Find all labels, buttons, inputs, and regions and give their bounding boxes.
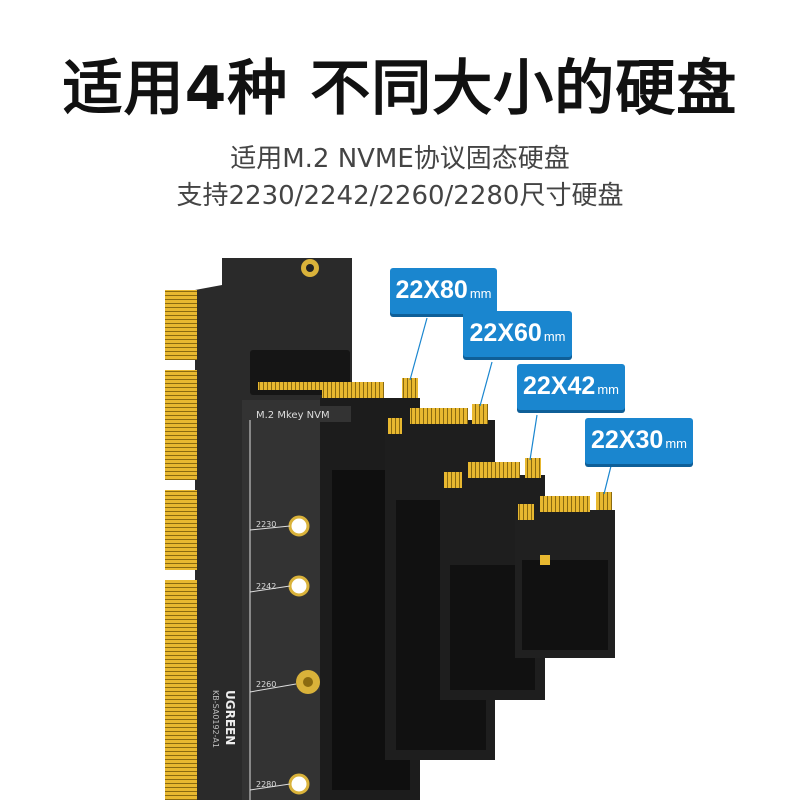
tag-size: 22X80 xyxy=(395,276,468,304)
tag-size: 22X60 xyxy=(469,319,542,347)
tag-size: 22X30 xyxy=(591,426,664,454)
slot-label: M.2 Mkey NVM xyxy=(256,410,330,421)
mount-label-2230: 2230 xyxy=(256,520,276,529)
headline: 适用4种 不同大小的硬盘 xyxy=(62,54,738,124)
slot-label-group: M.2 Mkey NVM xyxy=(253,406,351,422)
tag-unit: mm xyxy=(665,436,687,451)
mount-holes xyxy=(249,515,320,795)
subtitle-line-1: 适用M.2 NVME协议固态硬盘 xyxy=(230,144,570,174)
ssd-2230 xyxy=(515,492,615,658)
tag-unit: mm xyxy=(543,329,566,344)
brand-logo: UGREEN xyxy=(223,690,237,745)
tag-size: 22X42 xyxy=(523,372,596,400)
pcie-gold-fingers xyxy=(165,290,197,360)
tag-unit: mm xyxy=(469,286,492,301)
tag-unit: mm xyxy=(597,382,619,397)
model-number: KB-SA0192-A1 xyxy=(211,690,220,748)
subtitle-line-2: 支持2230/2242/2260/2280尺寸硬盘 xyxy=(176,181,624,211)
pcie-adapter-card: 2230 2242 2260 2280 UGREEN KB-SA0192-A1 xyxy=(165,258,352,800)
mount-label-2260: 2260 xyxy=(256,680,276,689)
leader-lines xyxy=(409,317,612,495)
slot-label-backing xyxy=(253,406,351,422)
mount-label-2280: 2280 xyxy=(256,780,276,789)
mount-label-2242: 2242 xyxy=(256,582,276,591)
